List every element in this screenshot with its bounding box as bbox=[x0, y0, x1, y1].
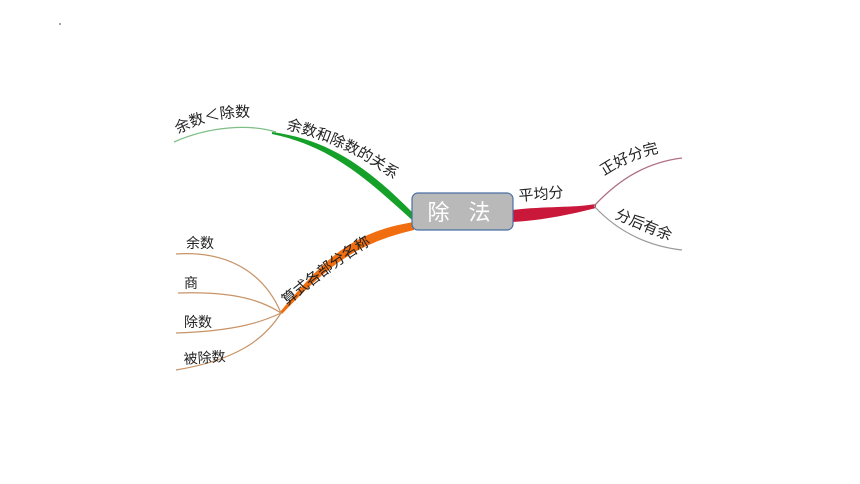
names-leaf-line-2 bbox=[177, 292, 282, 314]
names-branch-label: 算式各部分名称 bbox=[278, 232, 373, 309]
avg-branch-label: 平均分 bbox=[518, 183, 564, 205]
avg-leaf-remainder: 分后有余 bbox=[613, 205, 675, 244]
central-node-label: 除 法 bbox=[428, 201, 497, 226]
avg-leaf-exact: 正好分完 bbox=[597, 139, 660, 179]
relation-leaf-line bbox=[173, 126, 277, 143]
names-leaf-remainder: 余数 bbox=[186, 235, 214, 252]
names-leaf-line-3 bbox=[175, 312, 282, 334]
names-leaf-line-1 bbox=[175, 253, 282, 314]
avg-leaf-line-bottom bbox=[593, 205, 683, 251]
names-leaf-dividend: 被除数 bbox=[183, 349, 226, 368]
central-node bbox=[411, 192, 514, 231]
names-leaf-line-4 bbox=[175, 312, 282, 371]
corner-dot bbox=[59, 23, 61, 25]
relation-leaf-label: 余数＜除数 bbox=[172, 103, 250, 137]
names-leaf-divisor: 除数 bbox=[184, 315, 212, 331]
names-leaf-quotient: 商 bbox=[184, 276, 198, 292]
avg-leaf-line-top bbox=[593, 157, 683, 207]
relation-branch-label: 余数和除数的关系 bbox=[285, 115, 402, 182]
avg-branch-line bbox=[512, 204, 596, 222]
names-branch-line bbox=[280, 222, 414, 314]
